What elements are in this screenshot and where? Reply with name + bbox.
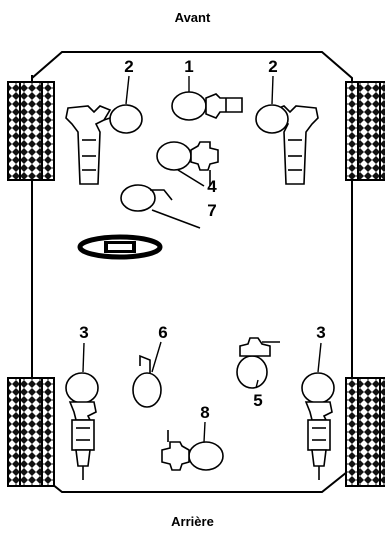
rear-right-wheel <box>345 377 385 487</box>
callout-5: 5 <box>253 391 262 410</box>
callout-3-left: 3 <box>79 323 88 342</box>
front-left-strut <box>65 104 143 185</box>
component-5 <box>236 337 280 389</box>
callout-4: 4 <box>207 177 217 196</box>
front-left-wheel <box>7 81 55 181</box>
callout-2-left: 2 <box>124 57 133 76</box>
callout-1: 1 <box>184 57 193 76</box>
component-7 <box>120 184 201 229</box>
rear-left-wheel <box>7 377 55 487</box>
rear-label: Arrière <box>171 514 214 529</box>
callout-2-right: 2 <box>268 57 277 76</box>
callout-8: 8 <box>200 403 209 422</box>
leader-lines <box>82 75 322 443</box>
callout-3-right: 3 <box>316 323 325 342</box>
component-4 <box>156 141 219 187</box>
spare-wheel-emblem <box>77 234 163 260</box>
front-right-wheel <box>345 81 385 181</box>
front-right-strut <box>255 104 319 185</box>
rear-left-strut <box>65 372 99 480</box>
component-6 <box>132 354 162 408</box>
rear-right-strut <box>301 372 335 480</box>
callout-6: 6 <box>158 323 167 342</box>
component-1 <box>171 91 243 121</box>
front-label: Avant <box>174 10 211 25</box>
callout-7: 7 <box>207 201 216 220</box>
component-8 <box>161 430 224 471</box>
